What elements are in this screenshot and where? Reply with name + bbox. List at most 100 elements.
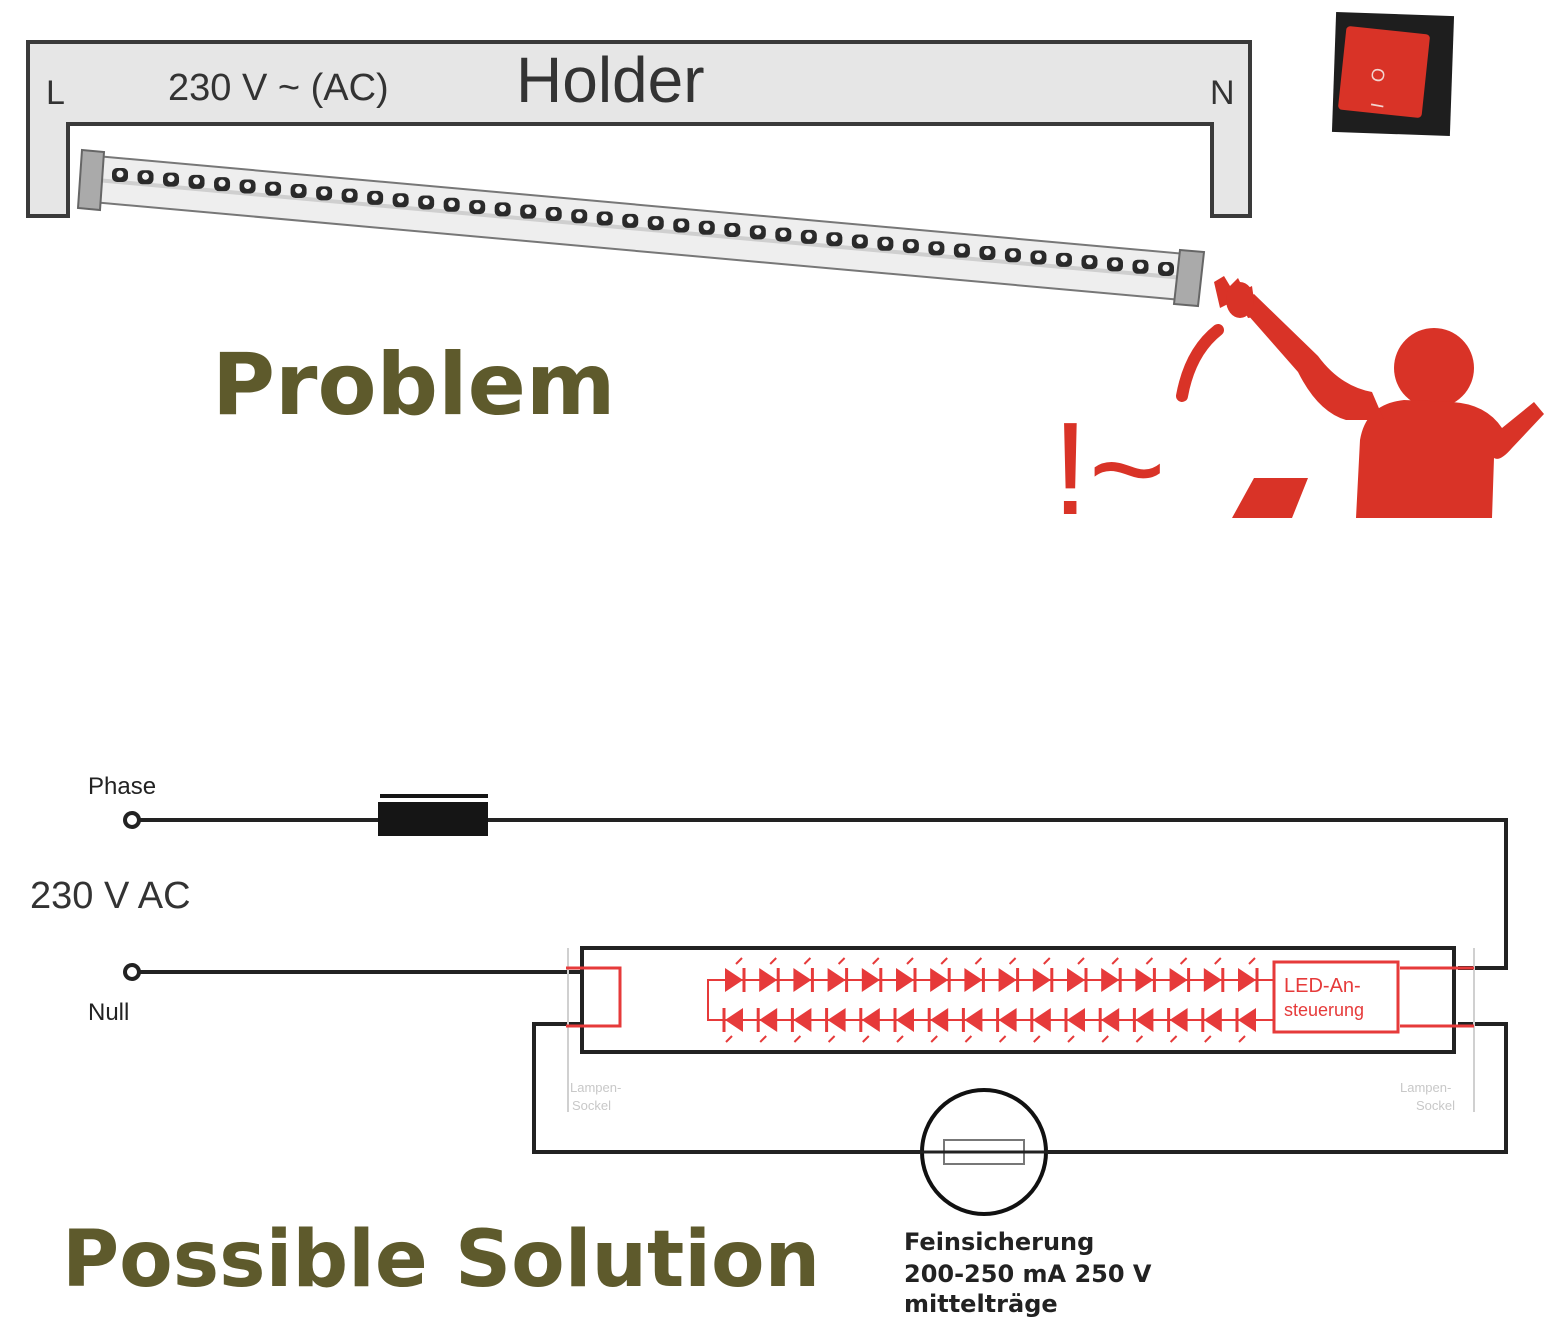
led-diode-reverse	[1030, 1008, 1051, 1043]
tube-led-bead	[265, 181, 282, 196]
led-diode-forward	[1135, 957, 1156, 992]
shock-arc-icon	[1176, 324, 1224, 402]
tube-led-bead	[724, 223, 741, 238]
tube-led-bead	[1106, 257, 1123, 272]
null-terminal	[123, 963, 141, 981]
supply-voltage-label: 230 V AC	[30, 875, 191, 917]
tube-led-bead	[749, 225, 766, 240]
switch-rocker	[1338, 26, 1430, 118]
tube-led-bead	[673, 218, 690, 233]
led-diode-reverse	[825, 1008, 846, 1043]
led-diode-forward	[896, 957, 917, 992]
led-diode-forward	[1067, 957, 1088, 992]
led-driver-box	[1272, 960, 1400, 1034]
tube-led-bead	[520, 204, 537, 219]
led-diode-forward	[861, 957, 883, 992]
tube-led-bead	[239, 179, 256, 194]
led-diode-forward	[1032, 957, 1054, 992]
socket-right-label-1: Lampen-	[1400, 1080, 1451, 1095]
led-diode-forward	[1203, 957, 1225, 992]
switch-on-mark: I	[1367, 101, 1388, 109]
wiring	[139, 818, 1508, 1154]
led-diode-forward	[827, 957, 849, 992]
tube-led-bead	[214, 177, 231, 192]
led-diode-forward	[1101, 957, 1122, 992]
led-diode-reverse	[1098, 1008, 1120, 1043]
phase-label: Phase	[88, 773, 156, 800]
led-diode-reverse	[1064, 1008, 1085, 1043]
tube-led-bead	[1004, 248, 1021, 263]
led-driver-label-2: steuerung	[1284, 1000, 1364, 1020]
phase-terminal	[123, 811, 141, 829]
led-tube-endcap-left	[76, 148, 106, 212]
fuse-symbol-icon	[920, 1088, 1048, 1216]
tube-led-bead	[392, 193, 409, 208]
voltage-label: 230 V ~ (AC)	[168, 67, 389, 109]
shock-warning: !~	[1052, 276, 1544, 542]
solution-title: Possible Solution	[62, 1215, 820, 1305]
shock-symbol: !~	[1052, 395, 1166, 542]
tube-led-bead	[469, 200, 486, 215]
holder-label: Holder	[516, 44, 705, 116]
tube-led-bead	[698, 220, 715, 235]
tube-led-bead	[137, 170, 154, 185]
led-tube-leds	[112, 168, 1174, 276]
floor-shadow	[1232, 478, 1308, 518]
tube-led-bead	[851, 234, 868, 249]
tube-led-bead	[622, 213, 639, 228]
tube-led-bead	[953, 243, 970, 258]
socket-left-label-1: Lampen-	[570, 1080, 621, 1095]
led-diode-forward	[1238, 957, 1259, 992]
led-diode-reverse	[996, 1008, 1017, 1043]
problem-section: L 230 V ~ (AC) Holder N O I Problem !~	[26, 11, 1544, 542]
person-silhouette-icon	[1226, 282, 1544, 518]
tube-led-bead	[596, 211, 613, 226]
tube-led-bead	[341, 188, 358, 203]
tube-led-bead	[443, 197, 460, 212]
led-diode-forward	[1169, 957, 1191, 992]
tube-led-bead	[1081, 255, 1098, 270]
terminal-l-label: L	[46, 74, 65, 112]
led-diode-reverse	[927, 1008, 949, 1043]
tube-led-bead	[928, 241, 945, 256]
phase-wire	[139, 818, 1508, 970]
lamp-holder	[26, 40, 1252, 218]
tube-led-bead	[163, 172, 180, 187]
tube-led-bead	[494, 202, 511, 217]
led-diode-reverse	[722, 1008, 743, 1043]
tube-led-bead	[1055, 252, 1072, 267]
switch-off-mark: O	[1367, 66, 1389, 83]
led-diode-reverse	[790, 1008, 812, 1043]
led-diode-forward	[998, 957, 1020, 992]
tube-led-bead	[1132, 259, 1149, 274]
fuse-label-1: Feinsicherung	[904, 1228, 1094, 1256]
led-diode-array	[722, 957, 1259, 1043]
led-diode-reverse	[1201, 1008, 1222, 1043]
tube-led-bead	[112, 168, 128, 182]
tube-led-bead	[826, 232, 843, 247]
fuse-label-3: mittelträge	[904, 1290, 1058, 1318]
led-diode-reverse	[961, 1008, 983, 1043]
tube-led-bead	[979, 245, 996, 260]
led-diode-reverse	[1167, 1008, 1188, 1043]
led-diode-forward	[725, 957, 746, 992]
led-diode-reverse	[756, 1008, 778, 1043]
socket-right-label-2: Sockel	[1416, 1098, 1455, 1113]
led-driver-label-1: LED-An-	[1284, 975, 1361, 997]
problem-title: Problem	[212, 335, 616, 435]
tube-led-bead	[316, 186, 333, 201]
led-diode-reverse	[1235, 1008, 1256, 1043]
tube-led-bead	[571, 209, 588, 224]
lamp-sockets	[567, 948, 1475, 1112]
tube-led-bead	[1030, 250, 1047, 265]
fuse-label-2: 200-250 mA 250 V	[904, 1260, 1152, 1288]
return-wire	[1048, 1022, 1508, 1154]
led-diode-forward	[930, 957, 951, 992]
tube-led-bead	[902, 239, 919, 254]
tube-led-bead	[545, 206, 562, 221]
led-diode-forward	[793, 957, 814, 992]
tube-led-bead	[1158, 262, 1174, 276]
solution-section: Phase 230 V AC Null Lampen- Sockel Lampe…	[30, 773, 1508, 1318]
led-diode-reverse	[859, 1008, 880, 1043]
